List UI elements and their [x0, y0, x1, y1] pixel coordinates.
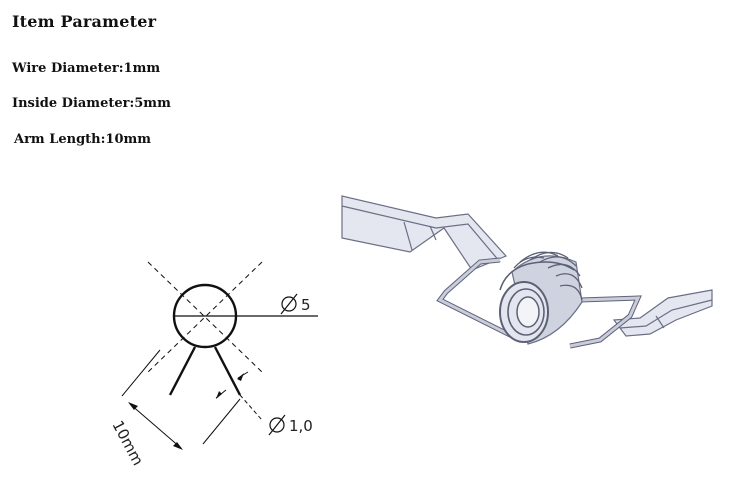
page-title: Item Parameter	[12, 12, 157, 31]
wire-arrow-2	[216, 391, 222, 399]
arm-dim-line	[129, 403, 182, 449]
spring-3d-render	[341, 195, 713, 349]
arm-arrow-1	[128, 402, 138, 410]
arm-left	[168, 346, 197, 396]
arm-arrow-2	[173, 442, 183, 450]
inside-diameter-text: Inside Diameter:5mm	[12, 96, 171, 111]
inside-diameter-label: 5	[301, 296, 311, 314]
left-strip	[341, 195, 508, 271]
arm-right	[213, 346, 242, 396]
center-line-2	[147, 261, 263, 373]
wire-diameter-label: 1,0	[289, 417, 313, 435]
right-strip	[612, 289, 713, 337]
arm-length-label: 10mm	[108, 417, 147, 468]
dimension-drawing	[121, 261, 318, 450]
ext-line-2	[202, 398, 241, 445]
wire-arrow-1	[237, 373, 244, 381]
diameter-symbol-icon	[281, 296, 297, 312]
ext-line-1	[121, 349, 161, 397]
arm-length-text: Arm Length:10mm	[14, 132, 152, 147]
diameter-symbol-icon-2	[269, 417, 285, 433]
center-line-1	[147, 261, 263, 373]
wire-leader	[239, 394, 263, 421]
wire-diameter-text: Wire Diameter:1mm	[12, 61, 161, 76]
